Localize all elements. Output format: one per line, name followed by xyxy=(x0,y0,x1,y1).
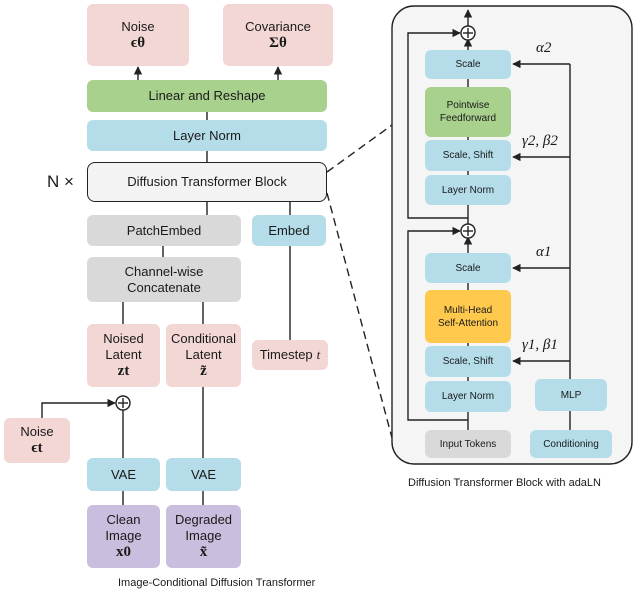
noised-latent-line2: Latent xyxy=(105,347,142,362)
residual-skip-top xyxy=(407,28,468,219)
mhsa-line1: Multi-Head xyxy=(443,304,493,316)
dit-block-box: Diffusion Transformer Block xyxy=(87,162,327,202)
mlp-box: MLP xyxy=(535,379,607,411)
covariance-box: Covariance Σθ xyxy=(223,4,333,66)
patch-embed-label: PatchEmbed xyxy=(126,222,202,238)
concat-box: Channel-wise Concatenate xyxy=(87,257,241,302)
conditioning-box: Conditioning xyxy=(530,430,612,458)
conditioning-label: Conditioning xyxy=(543,438,599,450)
alpha2-label: α2 xyxy=(536,40,552,56)
linear-reshape-box: Linear and Reshape xyxy=(87,80,327,112)
embed-box: Embed xyxy=(252,215,326,246)
noise-output-symbol: ϵθ xyxy=(130,34,146,51)
zoom-line-bottom xyxy=(326,192,393,439)
mhsa-box: Multi-Head Self-Attention xyxy=(425,290,511,343)
input-tokens-label: Input Tokens xyxy=(439,438,497,450)
layer-norm-label: Layer Norm xyxy=(173,127,241,143)
arrow-noise-to-plus xyxy=(41,398,116,418)
scale-shift-bottom-box: Scale, Shift xyxy=(425,346,511,377)
scale-top-label: Scale xyxy=(455,59,481,70)
right-caption: Diffusion Transformer Block with adaLN xyxy=(408,477,601,489)
scale-shift-bottom-label: Scale, Shift xyxy=(442,356,494,367)
noise-input-box: Noise ϵt xyxy=(4,418,70,463)
scale-bottom-label: Scale xyxy=(455,262,481,274)
vae-right-box: VAE xyxy=(166,458,241,491)
left-caption: Image-Conditional Diffusion Transformer xyxy=(118,577,316,589)
zoom-line-top xyxy=(326,124,393,173)
scale-top-box: Scale xyxy=(425,50,511,79)
noise-output-box: Noise ϵθ xyxy=(87,4,189,66)
pointwise-box: Pointwise Feedforward xyxy=(425,87,511,137)
conditional-latent-symbol: z̃ xyxy=(200,363,207,379)
embed-label: Embed xyxy=(268,222,310,238)
scale-shift-top-box: Scale, Shift xyxy=(425,140,511,171)
linear-reshape-label: Linear and Reshape xyxy=(148,88,266,103)
mlp-label: MLP xyxy=(560,389,582,401)
scale-bottom-box: Scale xyxy=(425,253,511,283)
vae-left-box: VAE xyxy=(87,458,160,491)
clean-image-box: Clean Image x0 xyxy=(87,505,160,568)
noise-input-symbol: ϵt xyxy=(31,440,43,456)
residual-skip-bottom xyxy=(407,226,468,421)
gamma1-beta1-label: γ1, β1 xyxy=(522,337,558,353)
noised-latent-symbol: zt xyxy=(117,363,130,379)
gamma2-beta2-label: γ2, β2 xyxy=(522,133,558,149)
input-tokens-box: Input Tokens xyxy=(425,430,511,458)
alpha1-label: α1 xyxy=(536,244,552,260)
layer-norm-bottom-label: Layer Norm xyxy=(441,391,495,402)
layer-norm-bottom-box: Layer Norm xyxy=(425,381,511,412)
covariance-symbol: Σθ xyxy=(269,34,287,51)
clean-image-line2: Image xyxy=(105,528,142,543)
noised-latent-line1: Noised xyxy=(103,331,144,346)
degraded-image-line1: Degraded xyxy=(174,512,233,527)
covariance-label: Covariance xyxy=(245,18,311,34)
noise-output-label: Noise xyxy=(121,18,155,34)
degraded-image-line2: Image xyxy=(185,528,222,543)
timestep-label: Timestep xyxy=(259,347,313,362)
timestep-box: Timestep t xyxy=(252,340,328,370)
mhsa-line2: Self-Attention xyxy=(437,317,499,329)
conditional-latent-box: Conditional Latent z̃ xyxy=(166,324,241,387)
concat-line1: Channel-wise xyxy=(124,263,204,279)
concat-line2: Concatenate xyxy=(127,279,201,295)
pointwise-line2: Feedforward xyxy=(439,113,497,124)
clean-image-symbol: x0 xyxy=(116,544,131,560)
repeat-label: N × xyxy=(47,172,74,191)
timestep-symbol: t xyxy=(316,347,321,362)
noise-input-label: Noise xyxy=(20,424,54,439)
dit-block-label: Diffusion Transformer Block xyxy=(127,174,287,189)
conditional-latent-line2: Latent xyxy=(185,347,222,362)
conditional-latent-line1: Conditional xyxy=(170,331,237,346)
clean-image-line1: Clean xyxy=(106,512,141,527)
degraded-image-box: Degraded Image x̃ xyxy=(166,505,241,568)
scale-shift-top-label: Scale, Shift xyxy=(442,150,494,161)
vae-left-label: VAE xyxy=(110,466,137,482)
layer-norm-box: Layer Norm xyxy=(87,120,327,151)
patch-embed-box: PatchEmbed xyxy=(87,215,241,246)
vae-right-label: VAE xyxy=(190,466,217,482)
degraded-image-symbol: x̃ xyxy=(199,544,208,560)
layer-norm-top-box: Layer Norm xyxy=(425,175,511,205)
pointwise-line1: Pointwise xyxy=(446,100,490,111)
noised-latent-box: Noised Latent zt xyxy=(87,324,160,387)
layer-norm-top-label: Layer Norm xyxy=(441,184,495,196)
